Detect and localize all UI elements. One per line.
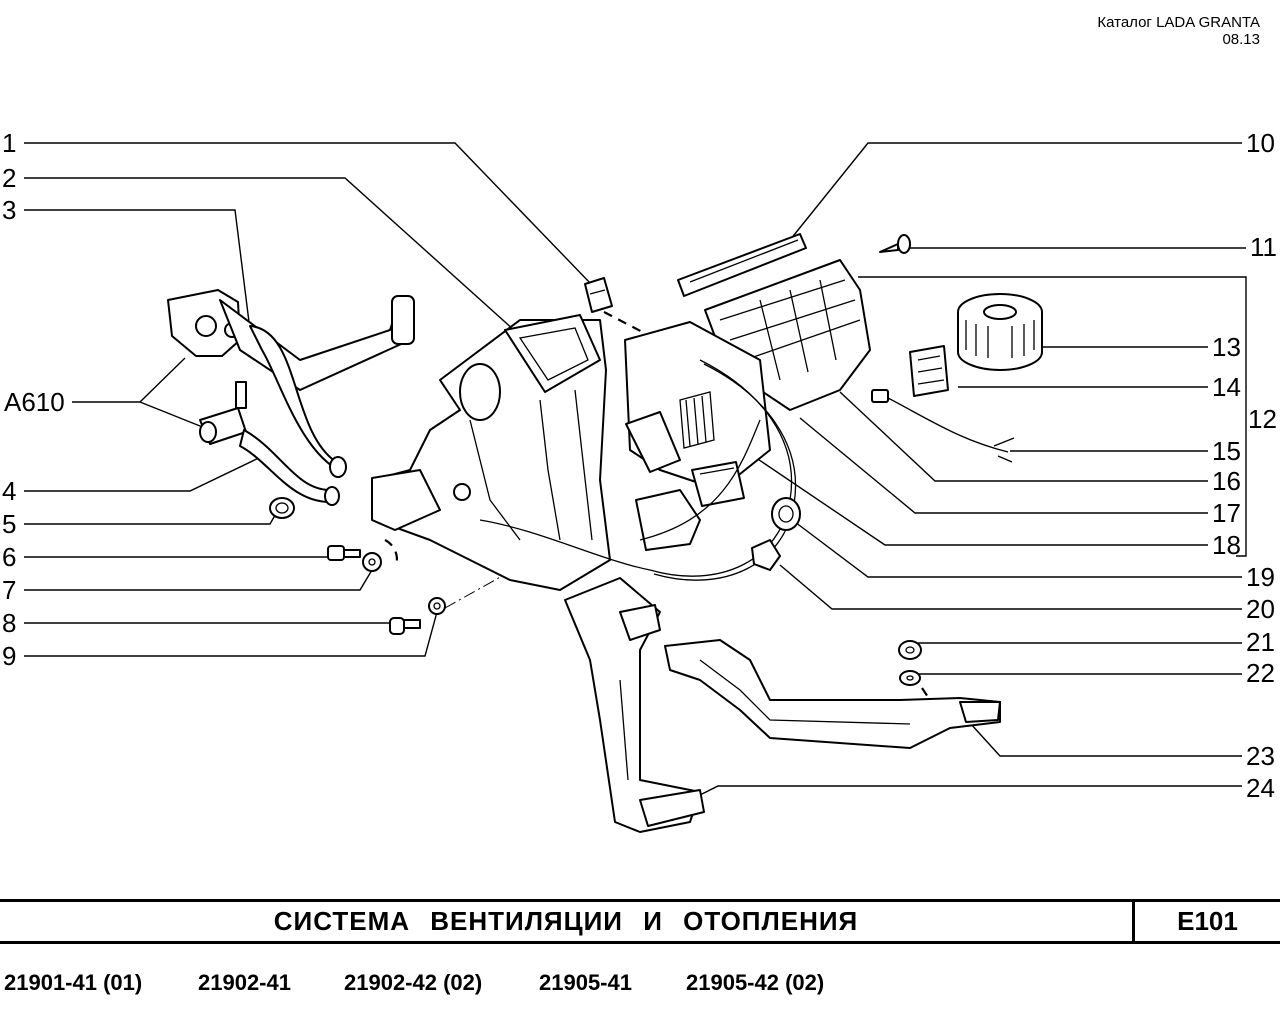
nut-part-21 (898, 640, 922, 660)
callout-19: 19 (1246, 562, 1275, 592)
callout-13: 13 (1212, 332, 1241, 362)
callout-8: 8 (2, 608, 16, 638)
washer-part-9 (428, 597, 446, 615)
air-duct-part-24 (564, 577, 705, 833)
callout-17: 17 (1212, 498, 1241, 528)
catalog-date: 08.13 (1222, 31, 1260, 48)
blower-fan-part-13 (957, 293, 1043, 371)
catalog-title: Каталог LADA GRANTA (1097, 14, 1260, 31)
callout-12: 12 (1248, 404, 1277, 434)
callout-7: 7 (2, 575, 16, 605)
callout-10: 10 (1246, 128, 1275, 158)
callout-14: 14 (1212, 372, 1241, 402)
callout-22: 22 (1246, 658, 1275, 688)
footer-bottom-rule (0, 941, 1280, 944)
parts-drawing: 1 2 3 A610 4 5 6 7 8 9 10 11 12 13 14 15… (2, 128, 1277, 833)
footer-top-rule (0, 899, 1280, 902)
screw-part-11 (879, 234, 911, 254)
callout-3: 3 (2, 195, 16, 225)
screw-part-8 (389, 617, 421, 635)
actuator-part-17 (635, 461, 745, 551)
callout-6: 6 (2, 542, 16, 572)
air-duct-part-23 (664, 639, 1001, 749)
callout-11: 11 (1250, 232, 1277, 262)
harness-part-15 (871, 389, 1015, 463)
model-code: 21905-41 (539, 970, 632, 995)
callout-15: 15 (1212, 436, 1241, 466)
callout-ref-a610: A610 (4, 387, 65, 417)
clip-part-1 (584, 277, 613, 313)
clamp-part-5 (269, 497, 295, 519)
leader-lines (24, 142, 1247, 806)
resistor-part-14 (909, 345, 949, 397)
hose-part-4 (239, 429, 340, 506)
section-code: E101 (1177, 906, 1238, 936)
model-code: 21902-41 (198, 970, 291, 995)
callout-18: 18 (1212, 530, 1241, 560)
callout-9: 9 (2, 641, 16, 671)
heater-housing-part-2 (371, 314, 611, 591)
knob-part-20 (751, 539, 781, 571)
cabin-filter-part-10 (677, 233, 807, 297)
model-code: 21905-42 (02) (686, 970, 825, 995)
callout-2: 2 (2, 163, 16, 193)
callout-20: 20 (1246, 594, 1275, 624)
callout-23: 23 (1246, 741, 1275, 771)
callout-21: 21 (1246, 627, 1275, 657)
callout-24: 24 (1246, 773, 1275, 803)
knob-part-19 (771, 497, 801, 531)
washer-part-22 (899, 670, 921, 686)
callout-5: 5 (2, 509, 16, 539)
distribution-box-part-16 (624, 321, 771, 491)
hose-part-3 (249, 325, 347, 478)
washer-part-7 (362, 552, 382, 572)
model-code: 21901-41 (01) (4, 970, 143, 995)
screw-part-6 (327, 545, 361, 561)
model-code: 21902-42 (02) (344, 970, 483, 995)
footer-divider (1132, 899, 1135, 944)
heater-tap-a610 (167, 289, 415, 445)
callout-4: 4 (2, 476, 16, 506)
callout-16: 16 (1212, 466, 1241, 496)
callout-1: 1 (2, 128, 16, 158)
section-title: СИСТЕМА ВЕНТИЛЯЦИИ И ОТОПЛЕНИЯ (273, 906, 859, 936)
